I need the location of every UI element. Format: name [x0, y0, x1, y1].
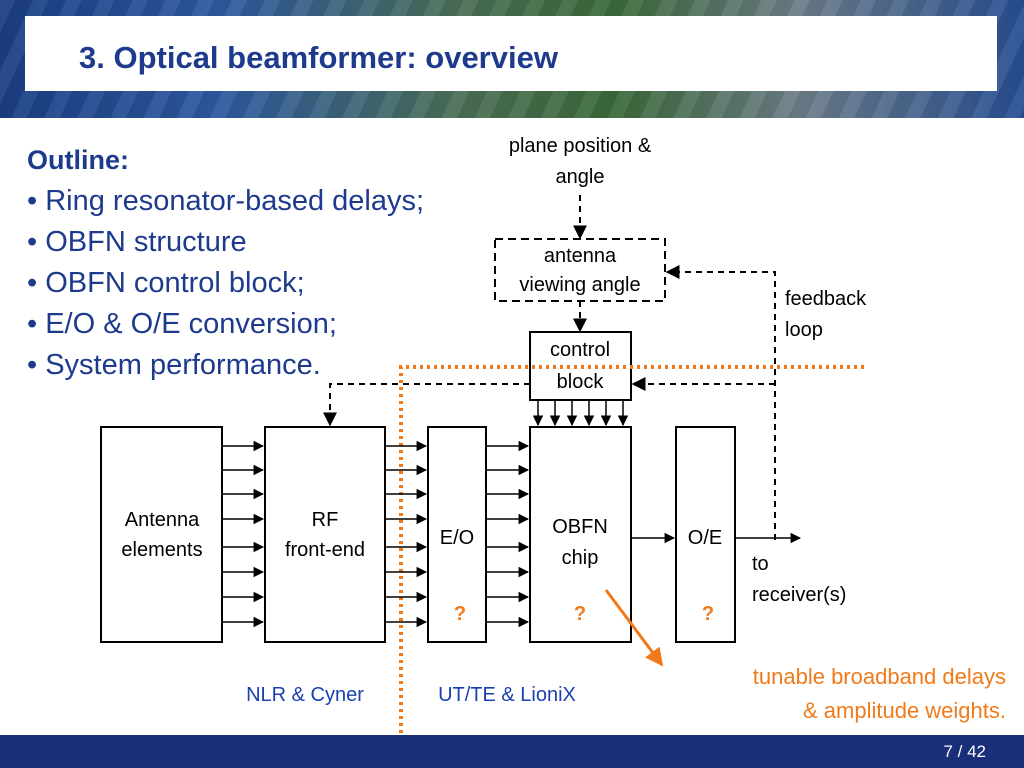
eo-label: E/O [440, 527, 474, 549]
outline-heading: Outline: [27, 145, 129, 175]
rf-front-end-label: RF [312, 509, 339, 531]
feedback-loop-label: feedback [785, 288, 867, 310]
rf-front-end-label-2: front-end [285, 539, 365, 561]
eo-to-obfn-arrows [486, 440, 530, 628]
antenna-viewing-label-2: viewing angle [519, 274, 640, 296]
rf-to-eo-arrows [385, 440, 428, 628]
orange-divider [399, 365, 864, 735]
title-box: 3. Optical beamformer: overview [25, 16, 997, 91]
control-block-label: control [550, 339, 610, 361]
receiver-label: to [752, 553, 769, 575]
control-to-obfn-arrows [532, 400, 629, 427]
feedback-loop-label-2: loop [785, 319, 823, 341]
outline-item: • E/O & O/E conversion; [27, 308, 337, 340]
obfn-chip-box [529, 426, 632, 643]
outline-item: • OBFN control block; [27, 267, 305, 299]
outline-item: • OBFN structure [27, 226, 247, 258]
partner-right-label: UT/TE & LioniX [438, 684, 576, 706]
oe-label: O/E [688, 527, 722, 549]
feedback-loop-to-viewing [665, 265, 776, 540]
oe-question-mark: ? [702, 603, 714, 625]
oe-box [675, 426, 736, 643]
obfn-chip-label: OBFN [552, 516, 608, 538]
receiver-label-2: receiver(s) [752, 584, 846, 606]
rf-front-end-box [264, 426, 386, 643]
antenna-to-rf-arrows [222, 440, 265, 628]
annotation-label-2: & amplitude weights. [803, 698, 1006, 723]
footer-bar: 7 / 42 [0, 735, 1024, 768]
antenna-viewing-angle-box [494, 238, 666, 302]
outline-item: • System performance. [27, 349, 321, 381]
eo-box [427, 426, 487, 643]
control-block-label-2: block [557, 371, 605, 393]
control-to-rf-arrow [323, 383, 530, 427]
annotation-label: tunable broadband delays [753, 664, 1006, 689]
slide-title: 3. Optical beamformer: overview [79, 40, 558, 75]
page-number: 7 / 42 [943, 742, 986, 761]
partner-left-label: NLR & Cyner [246, 684, 364, 706]
plane-position-label: plane position & [509, 135, 652, 157]
obfn-question-mark: ? [574, 603, 586, 625]
outline-list: Outline: • Ring resonator-based delays; … [27, 140, 424, 386]
antenna-viewing-label: antenna [544, 245, 617, 267]
eo-question-mark: ? [454, 603, 466, 625]
antenna-elements-label-2: elements [121, 539, 202, 561]
annotation-arrow [604, 589, 664, 667]
outline-item: • Ring resonator-based delays; [27, 185, 425, 217]
plane-position-label-2: angle [556, 166, 605, 188]
obfn-chip-label-2: chip [562, 547, 599, 569]
antenna-elements-label: Antenna [125, 509, 200, 531]
antenna-elements-box [100, 426, 223, 643]
